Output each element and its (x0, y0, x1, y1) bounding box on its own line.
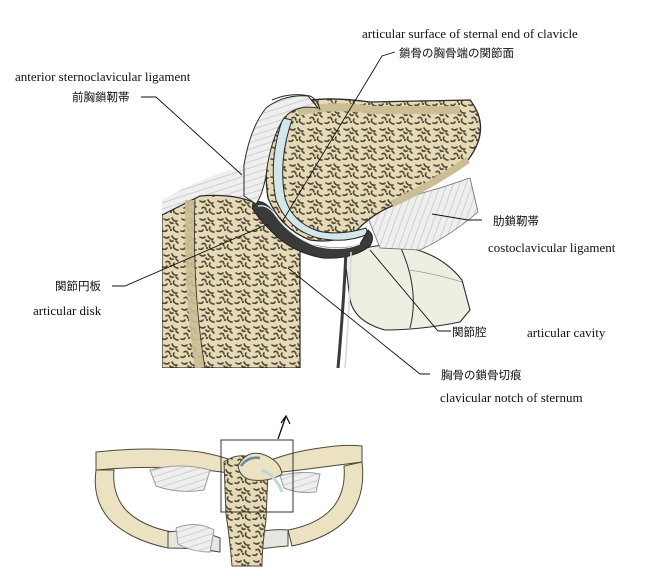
leader-anterior-ligament (141, 96, 243, 176)
clavicle-bone (265, 98, 482, 242)
label-clavicular-notch-ja: 胸骨の鎖骨切痕 (441, 368, 522, 382)
zoom-arrow-icon (277, 414, 291, 440)
label-articular-disk-ja: 関節円板 (55, 279, 101, 293)
label-articular-disk-en: articular disk (33, 303, 102, 318)
label-articular-surface-ja: 鎖骨の胸骨端の関節面 (399, 46, 514, 60)
anterior-ligament-shape (243, 95, 320, 205)
zoom-box (220, 439, 294, 513)
leader-articular-cavity (369, 249, 451, 332)
rib-cartilage (344, 244, 471, 331)
label-articular-cavity-ja: 関節腔 (452, 325, 487, 339)
label-clavicular-notch-en: clavicular notch of sternum (440, 390, 583, 405)
leader-clavicular-notch (287, 267, 430, 375)
label-anterior-ligament-ja: 前胸鎖靭帯 (72, 90, 130, 104)
label-articular-cavity-en: articular cavity (527, 325, 606, 340)
label-articular-surface-en: articular surface of sternal end of clav… (362, 26, 578, 41)
overview-figure (94, 444, 364, 567)
label-anterior-ligament-en: anterior sternoclavicular ligament (15, 69, 191, 84)
leader-articular-disk (112, 223, 269, 287)
leader-articular-surface (281, 51, 396, 223)
leader-costoclavicular (431, 213, 482, 221)
label-costoclavicular-en: costoclavicular ligament (488, 240, 616, 255)
label-costoclavicular-ja: 肋鎖靭帯 (493, 214, 539, 228)
overview-right-rib (287, 461, 364, 547)
leader-lines (112, 51, 482, 375)
joint-detail-view (162, 94, 482, 368)
